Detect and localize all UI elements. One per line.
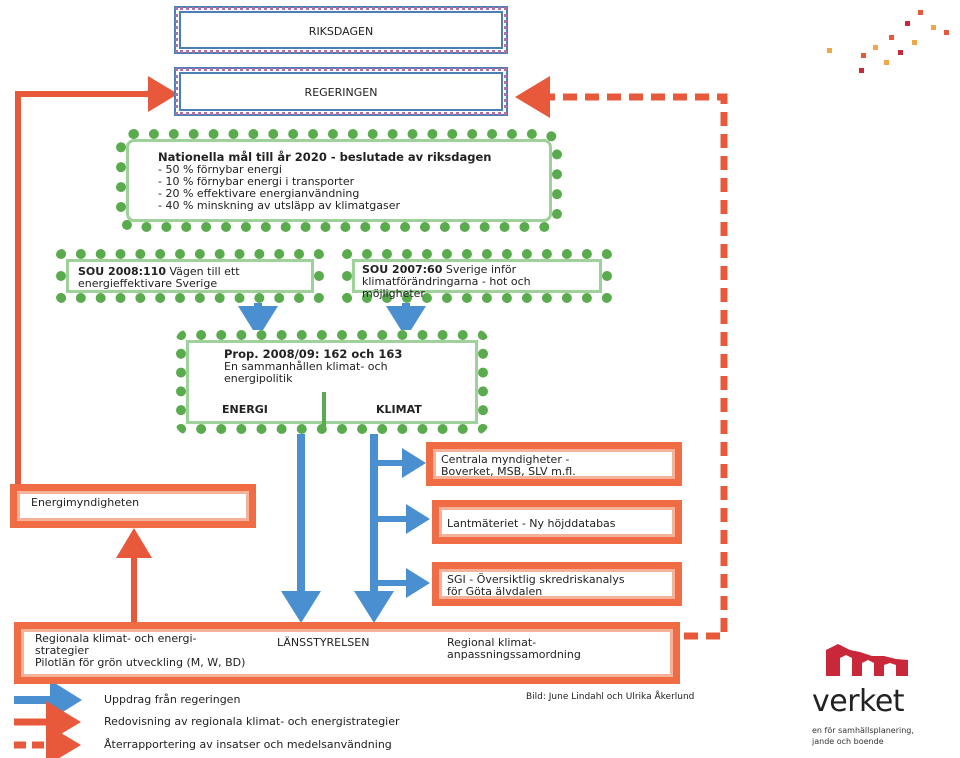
sou-2008-110-box: SOU 2008:110 Vägen till ett energieffekt… <box>56 249 324 303</box>
prop-divider <box>322 392 326 426</box>
sou-2008-110-line2: energieffektivare Sverige <box>78 277 218 290</box>
goal-item: - 20 % effektivare energianvändning <box>158 187 360 200</box>
national-goals-title: Nationella mål till år 2020 - beslutade … <box>158 150 492 164</box>
lansstyrelsen-box: LÄNSSTYRELSEN Regionala klimat- och ener… <box>14 622 680 684</box>
centrala-myndigheter-box: Centrala myndigheter - Boverket, MSB, SL… <box>426 442 682 486</box>
sgi-line1: SGI - Översiktlig skredriskanalys <box>447 573 625 586</box>
energimyndigheten-label: Energimyndigheten <box>31 496 140 509</box>
boverket-tagline-line1: en för samhällsplanering, <box>812 726 914 735</box>
sou-2007-60-box: SOU 2007:60 Sverige inför klimatförändri… <box>342 249 612 303</box>
lansstyrelsen-left-line1: Regionala klimat- och energi- <box>35 632 197 645</box>
legend-label-redovisning: Redovisning av regionala klimat- och ene… <box>104 715 400 728</box>
riksdagen-label: RIKSDAGEN <box>308 25 374 38</box>
image-credit: Bild: June Lindahl och Ulrika Åkerlund <box>526 692 695 702</box>
sgi-box: SGI - Översiktlig skredriskanalys för Gö… <box>432 562 682 606</box>
lansstyrelsen-right-line1: Regional klimat- <box>447 636 537 649</box>
sou-2007-60-line1: SOU 2007:60 Sverige inför <box>362 263 517 276</box>
lansstyrelsen-left-line2: strategier <box>35 644 89 657</box>
centrala-line2: Boverket, MSB, SLV m.fl. <box>441 465 576 478</box>
regeringen-box: REGERINGEN <box>174 67 508 116</box>
boverket-logo-mark <box>826 644 908 676</box>
energi-label: ENERGI <box>222 403 268 416</box>
goal-item: - 10 % förnybar energi i transporter <box>158 175 355 188</box>
sou-2007-60-line3: möjligheter <box>362 287 425 300</box>
lantmateriet-box: Lantmäteriet - Ny höjddatabas <box>432 500 682 544</box>
lansstyrelsen-title: LÄNSSTYRELSEN <box>277 636 370 649</box>
sou-2007-60-line2: klimatförändringarna - hot och <box>362 275 531 288</box>
klimat-label: KLIMAT <box>376 403 422 416</box>
lantmateriet-label: Lantmäteriet - Ny höjddatabas <box>447 517 616 530</box>
energimyndigheten-box: Energimyndigheten <box>10 484 256 528</box>
goal-item: - 50 % förnybar energi <box>158 163 282 176</box>
sgi-line2: för Göta älvdalen <box>447 585 543 598</box>
regeringen-label: REGERINGEN <box>304 86 378 99</box>
prop-2008-09-box: Prop. 2008/09: 162 och 163 En sammanhåll… <box>176 330 488 434</box>
national-goals-box: Nationella mål till år 2020 - beslutade … <box>116 129 562 232</box>
prop-line2: En sammanhållen klimat- och <box>224 360 388 373</box>
prop-line3: energipolitik <box>224 372 293 385</box>
lansstyrelsen-left-line3: Pilotlän för grön utveckling (M, W, BD) <box>35 656 246 669</box>
centrala-line1: Centrala myndigheter - <box>441 453 570 466</box>
boverket-tagline-line2: jande och boende <box>812 737 884 746</box>
lansstyrelsen-right-line2: anpassningssamordning <box>447 648 581 661</box>
sou-2008-110-line1: SOU 2008:110 Vägen till ett <box>78 265 240 278</box>
prop-title: Prop. 2008/09: 162 och 163 <box>224 347 403 361</box>
legend-label-aterrapportering: Återrapportering av insatser och medelsa… <box>104 738 392 751</box>
riksdagen-box: RIKSDAGEN <box>174 6 508 54</box>
goal-item: - 40 % minskning av utsläpp av klimatgas… <box>158 199 400 212</box>
legend-label-uppdrag: Uppdrag från regeringen <box>104 693 241 706</box>
boverket-logo-word: verket <box>812 684 905 719</box>
